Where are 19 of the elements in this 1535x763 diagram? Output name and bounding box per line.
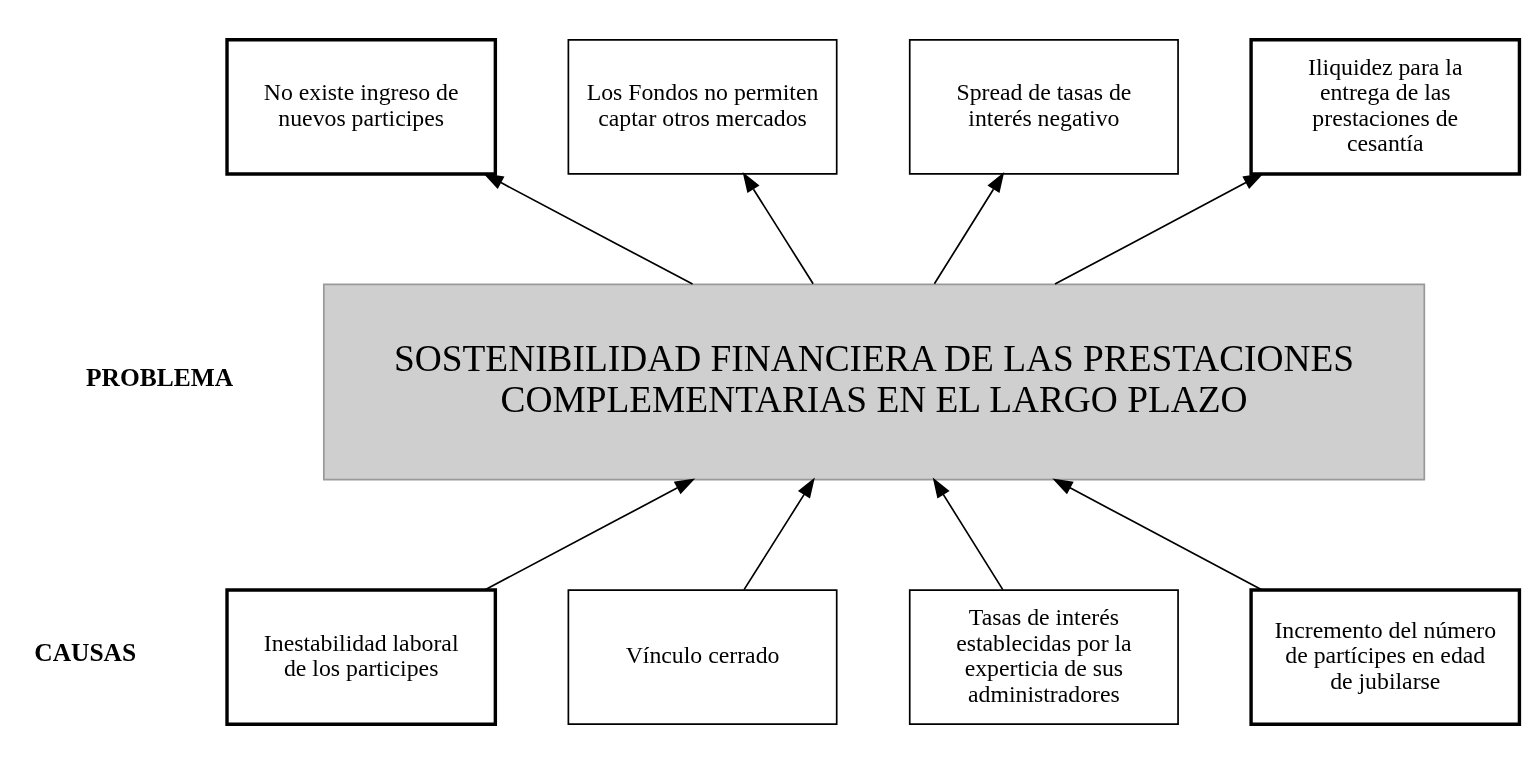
label: PROBLEMA [86, 362, 234, 392]
node-box: No existe ingreso de nuevos participes [225, 37, 498, 176]
arrow [742, 171, 814, 285]
arrow [1052, 477, 1263, 591]
arrow [483, 477, 696, 591]
arrow [1054, 172, 1264, 285]
node-box: Iliquidez para la entrega de las prestaciones de cesantía [1249, 37, 1522, 176]
arrow [932, 477, 1004, 590]
arrow [743, 477, 815, 590]
node-box: Incremento del número de partícipes en edad de jubilarse [1249, 587, 1522, 726]
node-box: Tasas de interés establecidas por la experticia de sus administradores [908, 588, 1179, 725]
node-box: Los Fondos no permiten captar otros mercados [567, 38, 838, 175]
node-box: Vínculo cerrado [567, 588, 838, 725]
node-box: SOSTENIBILIDAD FINANCIERA DE LAS PRESTACIONES COMPLEMENTARIAS EN EL LARGO PLAZO [322, 283, 1426, 480]
arrow [933, 171, 1005, 285]
arrow [483, 172, 694, 285]
node-box: Spread de tasas de interés negativo [908, 38, 1179, 175]
label: CAUSAS [34, 637, 137, 667]
node-box: Inestabilidad laboral de los participes [225, 587, 498, 726]
